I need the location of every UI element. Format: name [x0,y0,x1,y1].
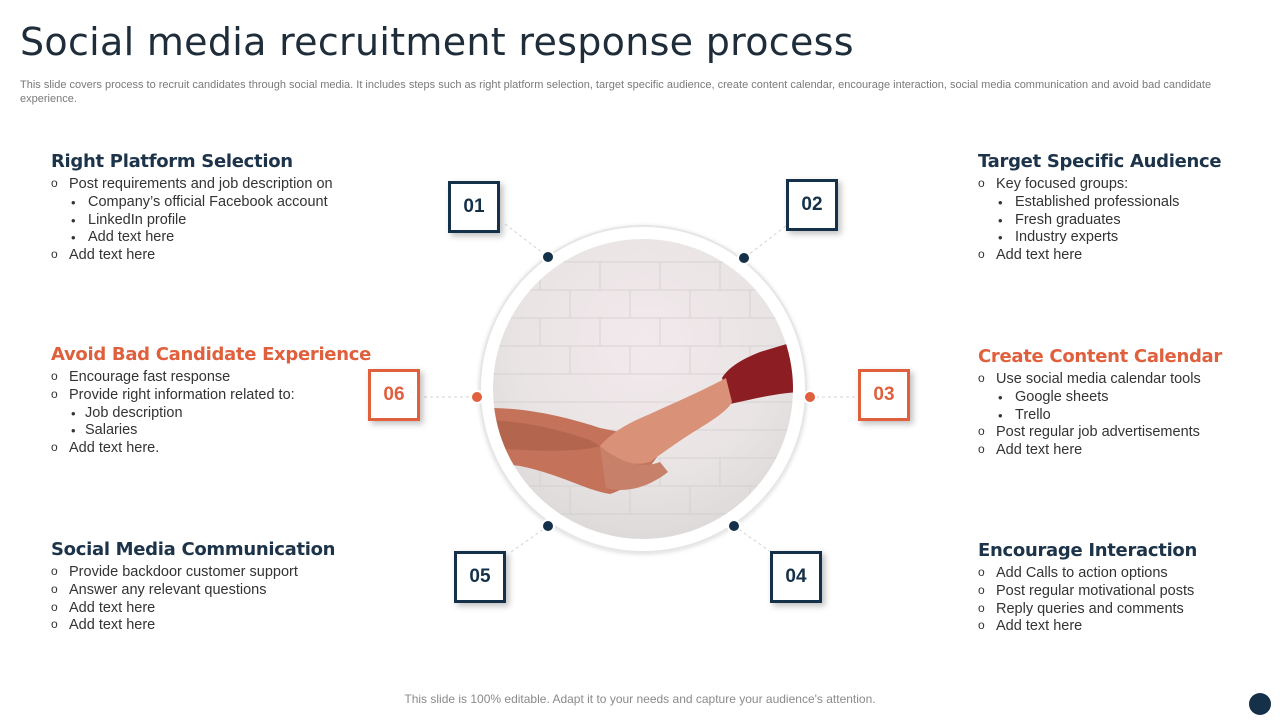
step-line: Post regular motivational posts [978,582,1197,601]
step-block-05: Social Media Communication Provide backd… [51,539,336,635]
step-subline: Google sheets [978,389,1222,407]
page-subtitle: This slide covers process to recruit can… [20,79,1212,105]
ring-dot-03 [803,390,817,404]
footer-note: This slide is 100% editable. Adapt it to… [404,692,876,706]
step-block-02: Target Specific Audience Key focused gro… [978,151,1222,265]
step-heading-03: Create Content Calendar [978,346,1222,367]
corner-circle-icon [1249,693,1271,715]
step-subline: Trello [978,407,1222,425]
step-number-06: 06 [368,369,420,421]
step-line: Post requirements and job description on [51,175,333,194]
connector-lines [424,223,857,553]
step-subline: LinkedIn profile [51,212,333,230]
step-line: Use social media calendar tools [978,370,1222,389]
step-block-03: Create Content Calendar Use social media… [978,346,1222,460]
step-subline: Company’s official Facebook account [51,194,333,212]
step-subline: Job description [51,405,371,423]
step-number-02: 02 [786,179,838,231]
step-line: Key focused groups: [978,175,1221,194]
step-subline: Established professionals [978,194,1221,212]
step-subline: Salaries [51,422,371,440]
step-line: Add Calls to action options [978,564,1197,583]
step-number-01: 01 [448,181,500,233]
step-heading-02: Target Specific Audience [978,151,1222,172]
step-heading-06: Avoid Bad Candidate Experience [51,344,372,365]
step-line: Encourage fast response [51,368,371,387]
step-subline: Industry experts [978,229,1221,247]
step-line: Add text here [978,246,1221,265]
step-subline: Add text here [51,229,333,247]
step-heading-04: Encourage Interaction [978,540,1198,561]
step-block-06: Avoid Bad Candidate Experience Encourage… [51,344,371,458]
ring-dot-01 [541,250,555,264]
step-heading-01: Right Platform Selection [51,151,293,172]
step-line: Add text here [51,599,335,618]
step-subline: Fresh graduates [978,212,1221,230]
step-number-03: 03 [858,369,910,421]
handshake-image [493,239,793,539]
step-line: Provide right information related to: [51,386,371,405]
ring-dot-06 [470,390,484,404]
step-number-05: 05 [454,551,506,603]
ring-dot-02 [737,251,751,265]
step-line: Post regular job advertisements [978,423,1222,442]
step-block-04: Encourage Interaction Add Calls to actio… [978,540,1197,636]
step-line: Provide backdoor customer support [51,563,335,582]
page-title: Social media recruitment response proces… [20,20,854,64]
ring-dot-04 [727,519,741,533]
step-heading-05: Social Media Communication [51,539,336,560]
step-block-01: Right Platform Selection Post requiremen… [51,151,333,265]
step-line: Add text here [51,246,333,265]
step-line: Add text here. [51,439,371,458]
step-line: Reply queries and comments [978,600,1197,619]
step-line: Answer any relevant questions [51,581,335,600]
step-number-04: 04 [770,551,822,603]
ring-dot-05 [541,519,555,533]
step-line: Add text here [51,616,335,635]
step-line: Add text here [978,617,1197,636]
step-line: Add text here [978,441,1222,460]
